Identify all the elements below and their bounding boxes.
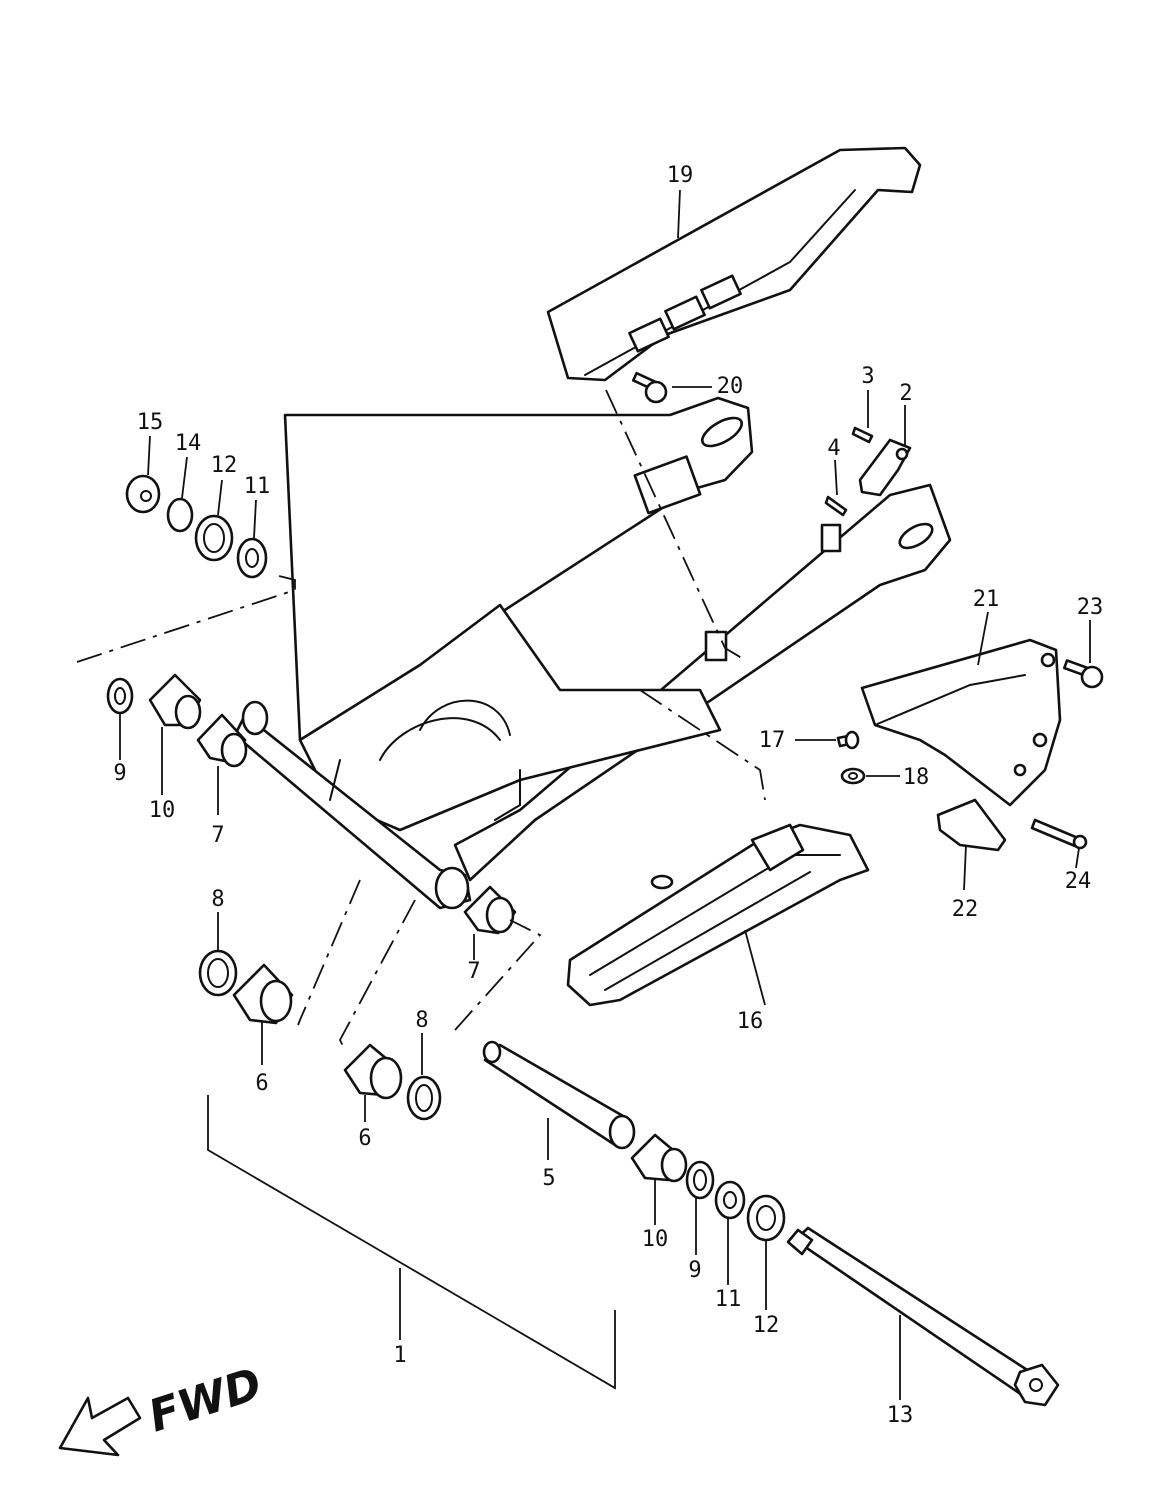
label-6-right: 6 <box>358 1126 371 1151</box>
spacer-12-upper <box>194 514 234 562</box>
screw-17 <box>836 730 860 750</box>
label-17: 17 <box>759 728 786 753</box>
washer-14 <box>166 497 194 533</box>
label-18: 18 <box>903 765 930 790</box>
label-8-right: 8 <box>415 1008 428 1033</box>
label-10-right: 10 <box>642 1227 669 1252</box>
label-10-left: 10 <box>149 798 176 823</box>
label-9-left: 9 <box>113 761 126 786</box>
label-7-left: 7 <box>211 823 224 848</box>
label-9-right: 9 <box>688 1258 701 1283</box>
label-14: 14 <box>175 431 202 456</box>
nut-15 <box>125 474 161 514</box>
bearing-7-upper <box>196 713 248 768</box>
label-21: 21 <box>973 587 1000 612</box>
bolt-24 <box>1030 818 1088 850</box>
seal-9-left <box>106 677 134 715</box>
pivot-shaft-13 <box>786 1226 1060 1407</box>
label-11-upper: 11 <box>244 474 271 499</box>
label-24: 24 <box>1065 869 1092 894</box>
label-6-left: 6 <box>255 1071 268 1096</box>
seal-9-right <box>685 1160 715 1200</box>
part-labels: 19 20 3 2 4 15 14 12 11 21 23 9 10 7 17 … <box>113 163 1103 1428</box>
bolt-23 <box>1062 659 1104 689</box>
seal-8-right <box>406 1075 442 1121</box>
label-7-right: 7 <box>467 959 480 984</box>
forward-direction-indicator: FWD <box>58 1358 268 1457</box>
screw-3 <box>851 426 874 444</box>
bearing-6-right <box>343 1043 403 1100</box>
bearing-7-right <box>463 885 517 935</box>
chain-guard <box>546 146 922 382</box>
bushing-10-left <box>148 673 202 730</box>
plate-22 <box>936 798 1007 852</box>
bracket-2 <box>858 438 912 497</box>
label-2: 2 <box>899 381 912 406</box>
label-23: 23 <box>1077 595 1104 620</box>
label-16: 16 <box>737 1009 764 1034</box>
seal-8-left <box>198 949 238 997</box>
forward-label: FWD <box>143 1358 268 1442</box>
washer-18 <box>840 767 866 785</box>
label-4: 4 <box>827 436 840 461</box>
label-5: 5 <box>542 1166 555 1191</box>
label-11-lower: 11 <box>715 1287 742 1312</box>
label-15: 15 <box>137 410 164 435</box>
label-12-upper: 12 <box>211 453 238 478</box>
swingarm <box>233 396 952 910</box>
label-12-lower: 12 <box>753 1313 780 1338</box>
label-3: 3 <box>861 364 874 389</box>
forward-arrow-icon <box>58 1396 142 1457</box>
chain-slider <box>566 823 870 1007</box>
label-13: 13 <box>887 1403 914 1428</box>
label-19: 19 <box>667 163 694 188</box>
spacer-12-lower <box>746 1194 786 1242</box>
washer-11-lower <box>714 1180 746 1220</box>
screw-4 <box>824 495 848 517</box>
bracket-21 <box>860 638 1062 807</box>
leader-lines <box>76 189 1091 1400</box>
bolt-20 <box>631 371 668 404</box>
label-1: 1 <box>393 1343 406 1368</box>
bearing-6-left <box>232 963 294 1025</box>
label-22: 22 <box>952 897 979 922</box>
sleeve-5 <box>482 1040 636 1150</box>
washer-11-upper <box>236 537 268 579</box>
bushing-10-right <box>630 1133 688 1183</box>
label-20: 20 <box>717 374 744 399</box>
label-8-left: 8 <box>211 887 224 912</box>
